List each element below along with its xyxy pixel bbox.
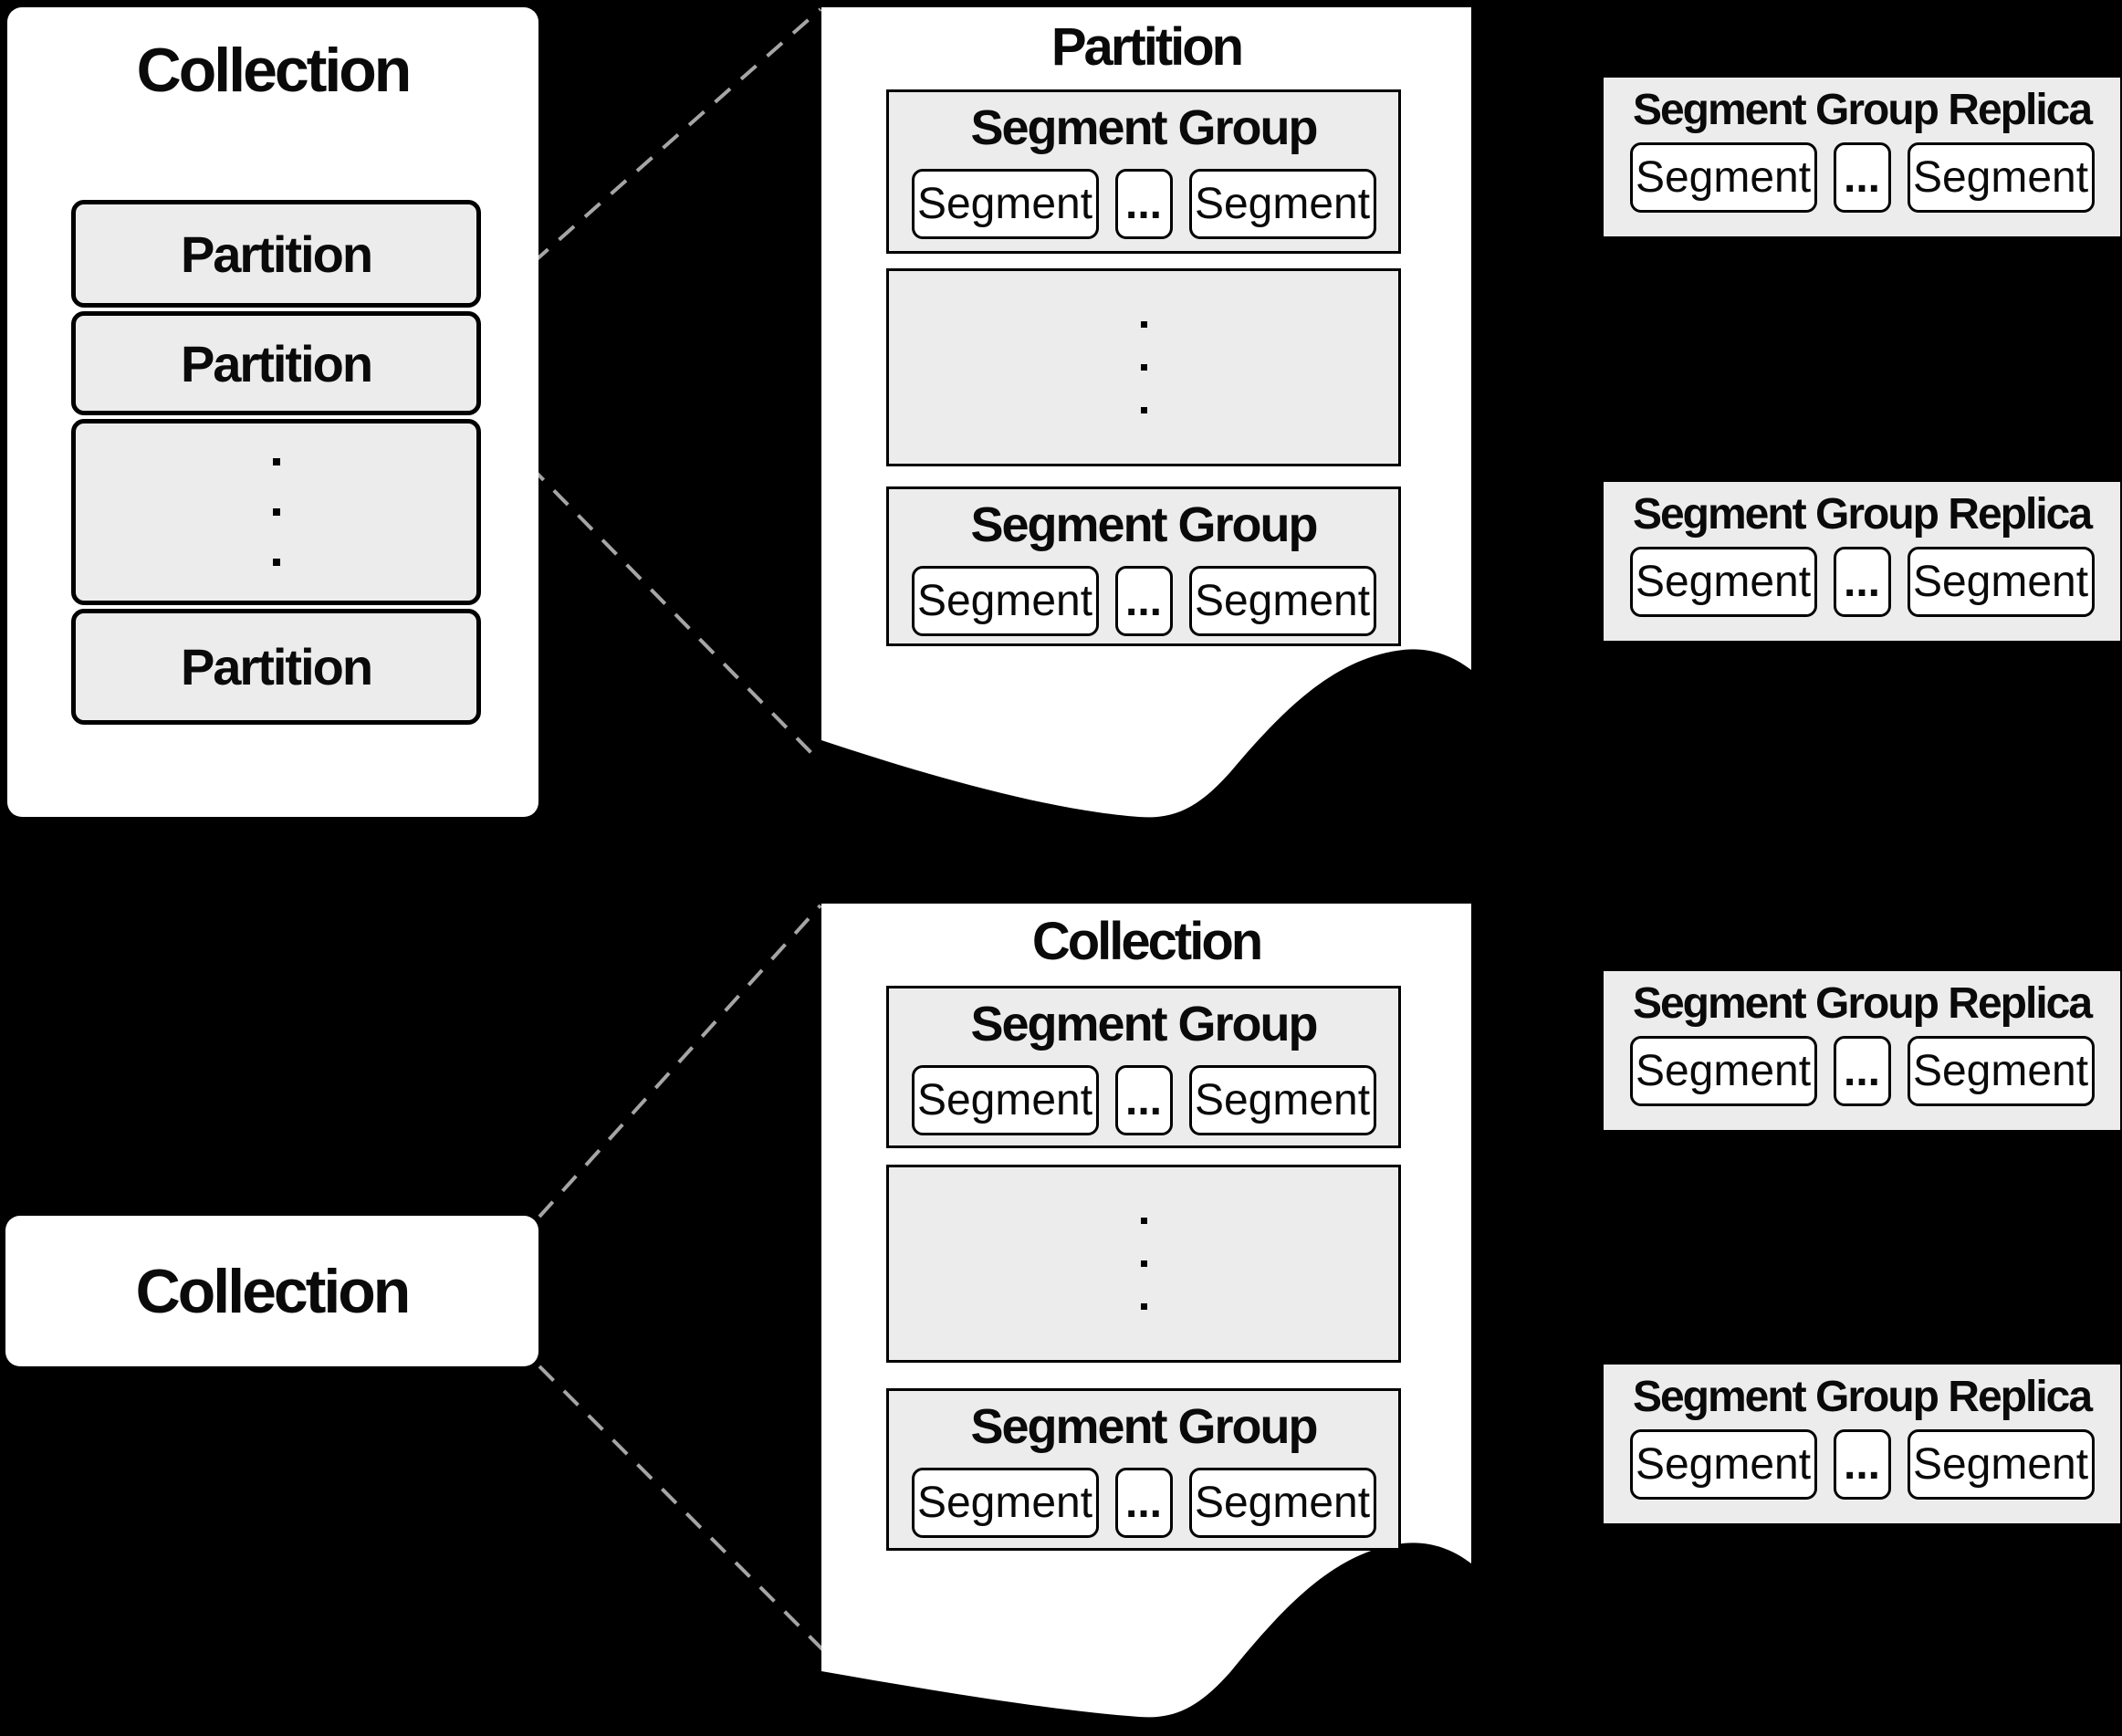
segment-group-box: Segment Group Segment ... Segment — [886, 986, 1401, 1148]
segment-row: Segment ... Segment — [911, 1065, 1376, 1135]
ellipsis-box: ... — [1833, 142, 1891, 213]
ellipsis-box: ... — [1114, 1468, 1173, 1538]
ellipsis-dot — [1140, 364, 1147, 371]
segment-group-title: Segment Group — [970, 100, 1318, 155]
segment-row: Segment ... Segment — [1629, 1429, 2095, 1500]
ellipsis-dot — [272, 458, 280, 465]
segment-group-box: Segment Group Segment ... Segment — [886, 486, 1401, 646]
collection-chip: Collection — [5, 1216, 538, 1366]
ellipsis-dot — [1140, 1218, 1147, 1224]
partition-detail-panel: Partition Segment Group Segment ... Segm… — [821, 7, 1471, 821]
ellipsis-dot — [272, 559, 280, 566]
segment-box: Segment — [1907, 1036, 2095, 1106]
segment-row: Segment ... Segment — [911, 566, 1376, 636]
panel-title: Collection — [1031, 912, 1263, 971]
vertical-ellipsis-box — [886, 1165, 1401, 1363]
segment-group-replica-box: Segment Group Replica Segment ... Segmen… — [1604, 482, 2120, 641]
ellipsis-box: ... — [1833, 1036, 1891, 1106]
segment-box: Segment — [911, 169, 1099, 239]
segment-box: Segment — [1907, 1429, 2095, 1500]
segment-box: Segment — [1188, 1065, 1376, 1135]
segment-box: Segment — [911, 1468, 1099, 1538]
segment-group-replica-title: Segment Group Replica — [1632, 1373, 2093, 1421]
segment-row: Segment ... Segment — [911, 1468, 1376, 1538]
partition-stack: Partition Partition Partition — [71, 200, 481, 725]
segment-box: Segment — [1629, 1429, 1817, 1500]
segment-group-replica-box: Segment Group Replica Segment ... Segmen… — [1604, 971, 2120, 1130]
segment-group-box: Segment Group Segment ... Segment — [886, 1388, 1401, 1551]
segment-box: Segment — [1188, 1468, 1376, 1538]
segment-box: Segment — [1629, 1036, 1817, 1106]
segment-group-title: Segment Group — [970, 997, 1318, 1051]
ellipsis-box: ... — [1114, 566, 1173, 636]
segment-box: Segment — [1188, 169, 1376, 239]
segment-group-replica-title: Segment Group Replica — [1632, 86, 2093, 134]
ellipsis-box: ... — [1114, 169, 1173, 239]
ellipsis-dot — [1140, 1303, 1147, 1310]
segment-group-replica-box: Segment Group Replica Segment ... Segmen… — [1604, 1365, 2120, 1523]
segment-group-title: Segment Group — [970, 497, 1318, 552]
segment-group-box: Segment Group Segment ... Segment — [886, 89, 1401, 254]
segment-box: Segment — [1907, 142, 2095, 213]
segment-row: Segment ... Segment — [1629, 142, 2095, 213]
connector-collection-bottom — [538, 1365, 827, 1654]
vertical-ellipsis-box — [886, 268, 1401, 466]
partition-row: Partition — [71, 609, 481, 725]
segment-box: Segment — [911, 566, 1099, 636]
segment-box: Segment — [1188, 566, 1376, 636]
collection-overview-box: Collection Partition Partition Partition — [7, 7, 538, 817]
ellipsis-box: ... — [1833, 547, 1891, 617]
segment-box: Segment — [1629, 142, 1817, 213]
panel-title: Partition — [1051, 17, 1244, 77]
segment-row: Segment ... Segment — [1629, 547, 2095, 617]
ellipsis-dot — [1140, 1260, 1147, 1267]
connector-collection-top — [538, 904, 822, 1218]
ellipsis-dot — [1140, 321, 1147, 328]
collection-overview-title: Collection — [136, 36, 413, 105]
segment-group-replica-title: Segment Group Replica — [1632, 979, 2093, 1028]
segment-box: Segment — [1629, 547, 1817, 617]
ellipsis-box: ... — [1114, 1065, 1173, 1135]
partition-row: Partition — [71, 200, 481, 308]
collection-detail-panel: Collection Segment Group Segment ... Seg… — [821, 904, 1471, 1725]
ellipsis-dot — [1140, 407, 1147, 413]
segment-row: Segment ... Segment — [911, 169, 1376, 239]
segment-box: Segment — [1907, 547, 2095, 617]
partition-row: Partition — [71, 311, 481, 415]
ellipsis-dot — [272, 508, 280, 516]
segment-group-title: Segment Group — [970, 1399, 1318, 1454]
segment-group-replica-box: Segment Group Replica Segment ... Segmen… — [1604, 78, 2120, 236]
ellipsis-box: ... — [1833, 1429, 1891, 1500]
segment-box: Segment — [911, 1065, 1099, 1135]
vertical-ellipsis-row — [71, 419, 481, 605]
segment-group-replica-title: Segment Group Replica — [1632, 490, 2093, 539]
segment-row: Segment ... Segment — [1629, 1036, 2095, 1106]
